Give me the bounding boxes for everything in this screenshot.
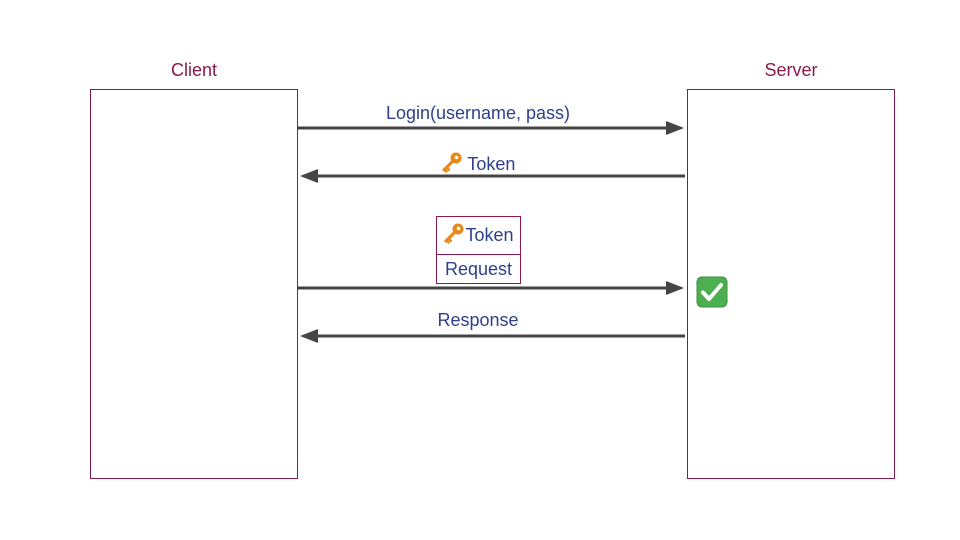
response-message-label: Response	[437, 310, 519, 330]
packet-token-label: Token	[465, 225, 514, 245]
packet-request-cell: Request	[437, 254, 520, 284]
token-arrow	[300, 169, 685, 183]
packet-token-cell: Token	[437, 217, 520, 254]
packet-request-label: Request	[444, 259, 513, 279]
key-icon	[441, 151, 463, 178]
token-message: Token	[398, 151, 558, 178]
request-packet: Token Request	[436, 216, 521, 284]
check-mark-icon	[696, 276, 728, 308]
server-lifeline	[687, 89, 895, 479]
login-arrow	[298, 121, 684, 135]
response-arrow	[300, 329, 685, 343]
key-icon	[443, 220, 465, 257]
client-lifeline	[90, 89, 298, 479]
token-message-label: Token	[467, 154, 516, 174]
server-label: Server	[764, 60, 818, 80]
request-arrow	[298, 281, 684, 295]
login-message-label: Login(username, pass)	[385, 103, 571, 123]
client-label: Client	[170, 60, 218, 80]
